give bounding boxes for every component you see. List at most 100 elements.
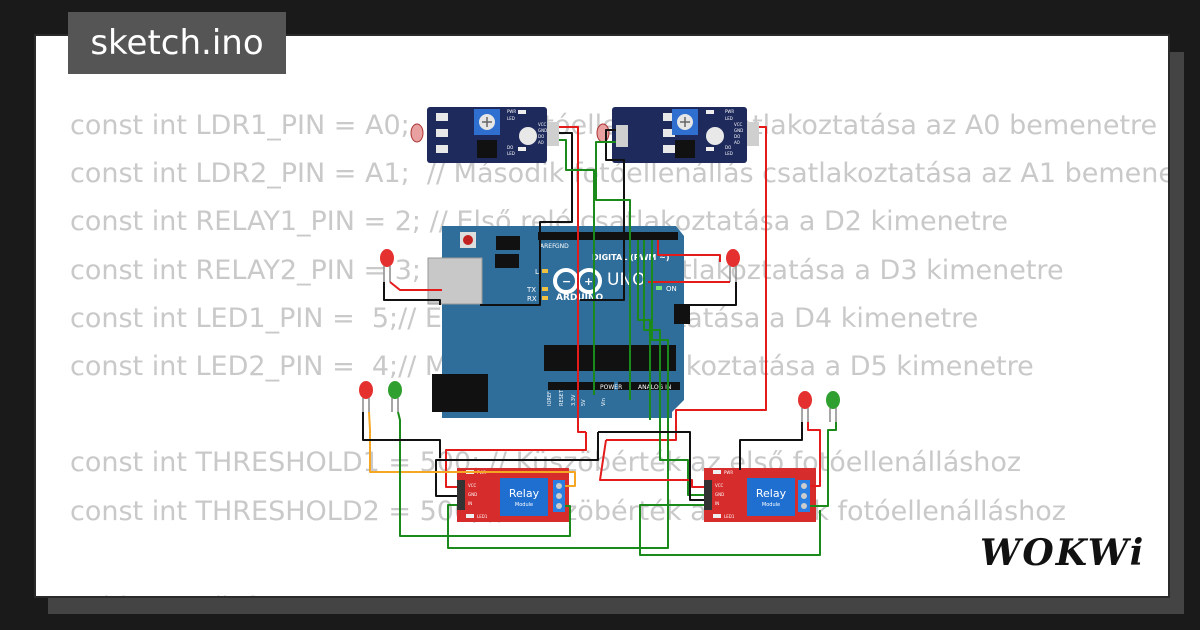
svg-text:VCC: VCC [715, 483, 724, 488]
svg-text:LED: LED [507, 116, 515, 121]
power-header[interactable] [548, 382, 614, 390]
wokwi-logo-icon: WOKWi [980, 532, 1143, 574]
wire-relay2-no-green-led[interactable] [810, 422, 837, 507]
wire-sensor1-vcc[interactable] [559, 126, 586, 433]
wire-relay1-led-common[interactable] [362, 412, 441, 458]
svg-text:PWR: PWR [724, 470, 733, 475]
relay-2-coil [747, 478, 795, 516]
svg-text:5V: 5V [581, 399, 587, 406]
atmega-chip [544, 345, 676, 371]
wire-relay1-gnd[interactable] [435, 432, 599, 497]
svg-text:LED1: LED1 [724, 514, 735, 519]
wire-relay1-nc-red-led[interactable] [368, 411, 576, 487]
usb-port-icon [427, 257, 483, 305]
svg-text:VCC: VCC [468, 483, 477, 488]
svg-text:AO: AO [538, 140, 544, 145]
svg-text:DO: DO [507, 145, 513, 150]
sketch-filename-tab[interactable]: sketch.ino [68, 12, 286, 74]
svg-text:ANALOG IN: ANALOG IN [638, 384, 671, 391]
svg-text:ARDUINO: ARDUINO [556, 293, 604, 303]
svg-text:GND: GND [538, 128, 547, 133]
photoresistor-sensor-2[interactable]: PWR LED DO LED VCC GND DO AO [596, 107, 759, 163]
svg-text:Relay: Relay [509, 487, 540, 500]
svg-text:+: + [584, 275, 593, 288]
svg-text:Relay: Relay [756, 487, 787, 500]
svg-text:IOREF: IOREF [547, 391, 553, 406]
led-red-top-left[interactable] [380, 249, 394, 282]
wire-relay1-no-green-led[interactable] [397, 411, 571, 537]
svg-text:RX: RX [527, 295, 537, 303]
wire-led-topright-cathode[interactable] [680, 282, 737, 306]
power-jack-icon [432, 374, 488, 412]
relay-2-header[interactable] [704, 480, 712, 510]
sensor-2-led-icon [706, 127, 724, 145]
ldr-2-icon [596, 123, 610, 143]
svg-text:TX: TX [526, 286, 536, 294]
sketch-filename: sketch.ino [90, 23, 264, 63]
wires[interactable] [362, 126, 837, 556]
wire-sensor2-vcc[interactable] [606, 126, 767, 441]
svg-text:−: − [562, 275, 571, 288]
wire-relay2-bottom[interactable] [639, 504, 821, 556]
wire-relay2-nc-red-led[interactable] [807, 422, 821, 487]
svg-text:LED: LED [725, 116, 733, 121]
svg-text:LED: LED [725, 151, 733, 156]
wokwi-logo: WOKWi [972, 524, 1152, 578]
led-green-relay2[interactable] [826, 391, 840, 422]
svg-text:ON: ON [666, 285, 677, 293]
svg-text:GND: GND [555, 243, 569, 250]
sensor-2-header[interactable] [747, 122, 759, 146]
svg-text:3.3V: 3.3V [571, 394, 577, 406]
svg-text:PWR: PWR [507, 109, 516, 114]
wire-sensor2-ao[interactable] [595, 141, 631, 400]
wire-digital-signal[interactable] [637, 240, 651, 420]
code-line: void setup() { [70, 592, 258, 596]
digital-header[interactable] [538, 232, 678, 240]
ldr-1-icon [410, 123, 424, 143]
relay-1-coil [500, 478, 548, 516]
led-green-relay1[interactable] [388, 381, 402, 412]
svg-text:GND: GND [715, 492, 724, 497]
svg-text:IN: IN [468, 501, 472, 506]
wire-relay2-in[interactable] [643, 240, 704, 496]
code-line: const int LDR2_PIN = A1; // Második fotó… [70, 158, 1170, 190]
svg-text:L: L [535, 268, 539, 276]
svg-text:POWER: POWER [600, 384, 622, 391]
svg-text:Module: Module [762, 502, 780, 508]
wire-relay1-in[interactable] [447, 240, 669, 549]
led-red-top-right[interactable] [726, 249, 740, 282]
wire-sensor1-ao[interactable] [559, 139, 595, 395]
relay-module-1[interactable]: PWR LED1 VCC GND IN Relay Module [457, 468, 569, 522]
relay-module-2[interactable]: PWR LED1 VCC GND IN Relay Module [704, 468, 816, 522]
svg-text:DO: DO [538, 134, 544, 139]
relay-1-header[interactable] [457, 480, 465, 510]
svg-text:PWR: PWR [725, 109, 734, 114]
svg-text:GND: GND [734, 128, 743, 133]
svg-text:DO: DO [734, 134, 740, 139]
wire-led-topleft-cathode[interactable] [383, 282, 441, 305]
wire-led-topleft-anode[interactable] [389, 281, 442, 291]
wire-sensor2-gnd[interactable] [580, 129, 625, 301]
svg-text:GND: GND [468, 492, 477, 497]
led-red-relay1[interactable] [359, 381, 373, 412]
svg-text:AREF: AREF [540, 243, 556, 250]
svg-text:AO: AO [734, 140, 740, 145]
led-red-relay2[interactable] [798, 391, 812, 422]
svg-text:VCC: VCC [734, 122, 743, 127]
wire-relay1-vcc[interactable] [445, 432, 587, 488]
svg-text:DO: DO [725, 145, 731, 150]
svg-text:RESET: RESET [559, 389, 565, 406]
svg-text:Vin: Vin [601, 398, 607, 406]
sensor-1-header[interactable] [547, 122, 559, 146]
svg-text:UNO: UNO [607, 270, 646, 290]
svg-text:LED1: LED1 [477, 514, 488, 519]
wire-relay2-led-common[interactable] [739, 422, 803, 470]
svg-text:IN: IN [715, 501, 719, 506]
wire-relay2-vcc[interactable] [599, 439, 704, 488]
photoresistor-sensor-1[interactable]: PWR LED DO LED VCC GND DO AO [410, 107, 559, 163]
svg-text:Module: Module [515, 502, 533, 508]
wire-relay2-gnd[interactable] [598, 431, 704, 501]
wire-digital-red[interactable] [657, 240, 721, 262]
wire-sensor1-gnd[interactable] [480, 132, 573, 306]
